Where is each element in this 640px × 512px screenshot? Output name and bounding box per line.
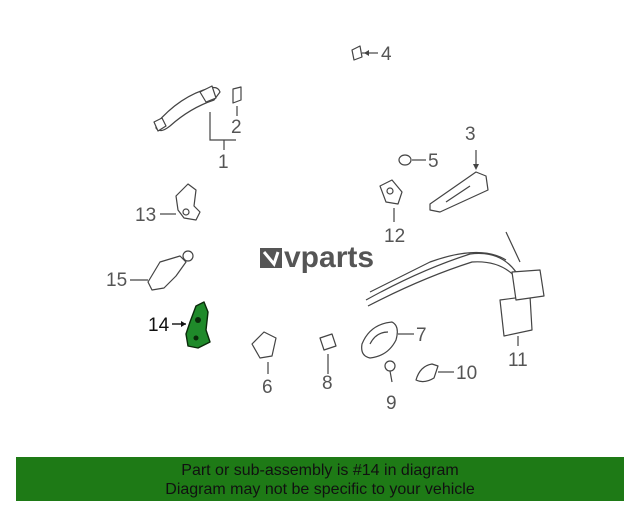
part-2-cap: 2 — [231, 86, 242, 138]
info-banner: Part or sub-assembly is #14 in diagram D… — [16, 457, 624, 501]
callout-3: 3 — [465, 124, 476, 145]
part-6-bracket: 6 — [251, 331, 277, 398]
part-11-lock-assembly: 11 — [365, 231, 545, 371]
parts-diagram: 4 1 2 3 5 12 13 — [106, 44, 545, 414]
part-5-ring: 5 — [398, 151, 439, 172]
part-8-clip: 8 — [319, 333, 337, 394]
callout-9: 9 — [386, 393, 397, 414]
watermark-text: vparts — [284, 241, 374, 274]
banner-line-2: Diagram may not be specific to your vehi… — [165, 481, 475, 498]
callout-13: 13 — [135, 205, 156, 226]
part-7-bezel: 7 — [361, 321, 427, 359]
callout-15: 15 — [106, 270, 127, 291]
callout-1: 1 — [218, 152, 229, 173]
part-14-highlighted: 14 — [148, 301, 211, 349]
banner-line-1: Part or sub-assembly is #14 in diagram — [181, 462, 459, 479]
callout-12: 12 — [384, 226, 405, 247]
callout-14: 14 — [148, 315, 170, 336]
callout-10: 10 — [456, 363, 477, 384]
callout-2: 2 — [231, 117, 242, 138]
part-3-inside-handle: 3 — [429, 124, 489, 213]
callout-6: 6 — [262, 377, 273, 398]
callout-5: 5 — [428, 151, 439, 172]
part-10-cover: 10 — [415, 363, 477, 384]
part-1-outside-handle: 1 — [153, 85, 236, 173]
callout-7: 7 — [416, 325, 427, 346]
part-12-bracket: 12 — [379, 179, 405, 247]
part-9-screw: 9 — [384, 360, 397, 414]
part-13-upper-hinge: 13 — [135, 183, 201, 226]
callout-11: 11 — [508, 350, 528, 371]
part-15-lower-hinge: 15 — [106, 250, 194, 291]
part-4-clip: 4 — [351, 44, 392, 65]
watermark-logo: vparts — [260, 241, 374, 274]
callout-4: 4 — [381, 44, 392, 65]
callout-8: 8 — [322, 373, 333, 394]
